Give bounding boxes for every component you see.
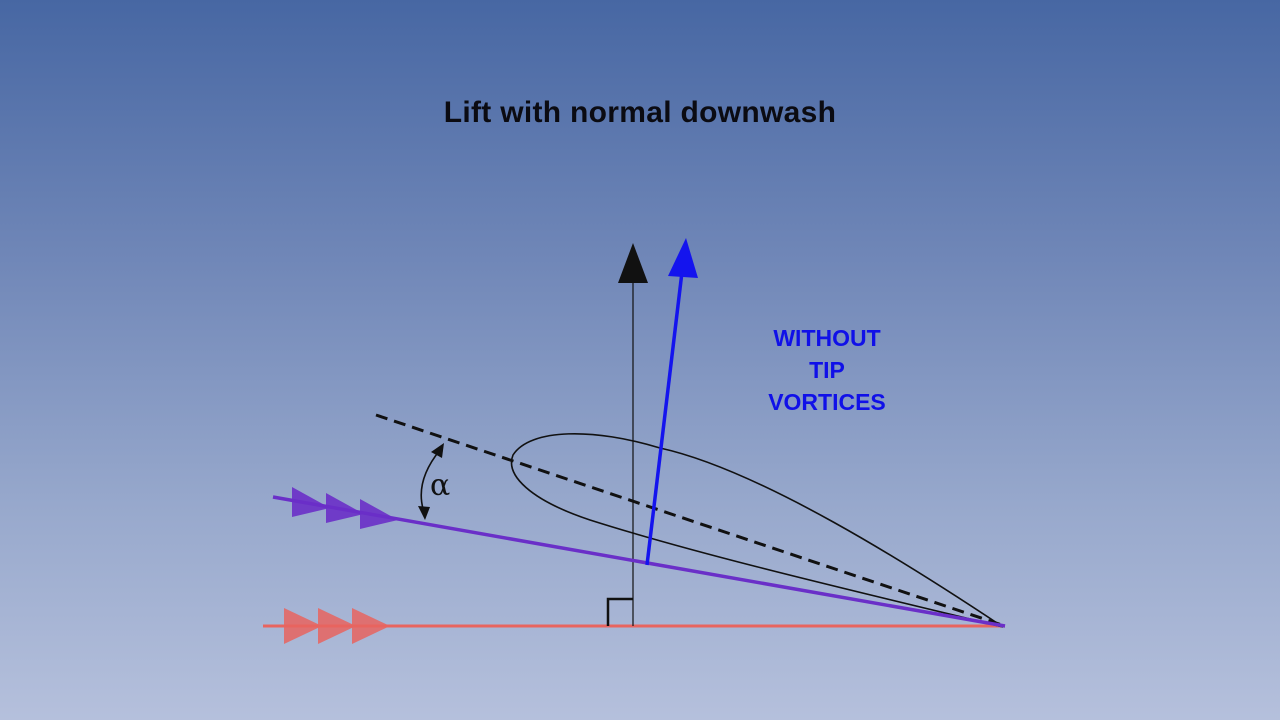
diagram-title: Lift with normal downwash <box>443 96 837 129</box>
local-flow-arrows <box>292 487 398 529</box>
airfoil-outline <box>510 432 1004 628</box>
chord-line <box>375 413 1006 628</box>
note-line-1: WITHOUT <box>773 325 881 351</box>
alpha-symbol: α <box>430 468 450 503</box>
lift-vector-line <box>645 271 684 566</box>
angle-arc-arrowhead-bottom <box>418 506 430 520</box>
lift-vector-arrowhead <box>668 238 698 278</box>
note-line-2: TIP <box>809 357 845 383</box>
free-stream-arrows <box>284 608 390 644</box>
tip-vortices-note: WITHOUT TIP VORTICES <box>727 322 927 418</box>
lift-reference-arrowhead <box>618 243 648 283</box>
angle-arc-arrowhead-top <box>431 443 444 458</box>
right-angle-marker <box>606 597 633 626</box>
note-line-3: VORTICES <box>768 389 886 415</box>
